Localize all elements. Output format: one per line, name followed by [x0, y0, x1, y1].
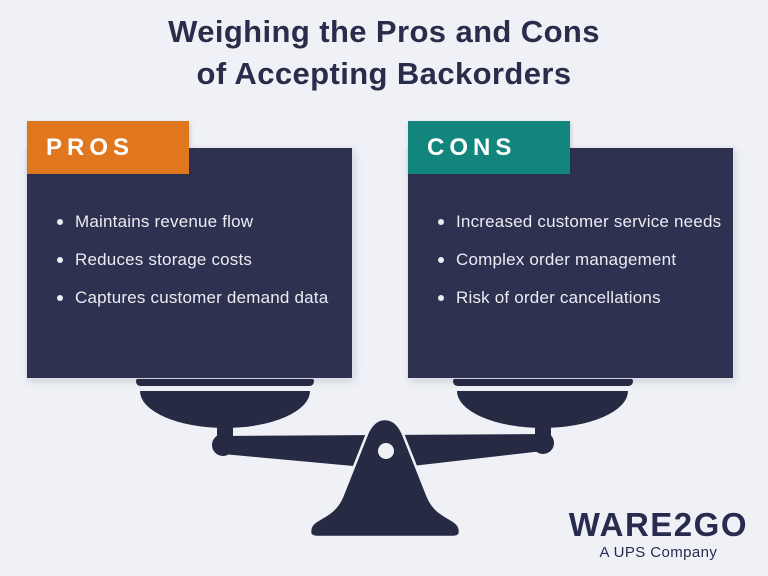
scale-fulcrum [308, 417, 462, 539]
right-pan-stem [535, 418, 551, 444]
brand-tagline: A UPS Company [599, 544, 718, 561]
list-item: Increased customer service needs [408, 203, 727, 241]
pros-list: Maintains revenue flow Reduces storage c… [27, 203, 346, 317]
right-pan-bowl [457, 391, 628, 428]
cons-tab: CONS [408, 121, 570, 174]
pros-tab-label: PROS [46, 133, 135, 161]
page-title-line2: of Accepting Backorders [196, 56, 572, 91]
left-pan-rim [136, 377, 314, 386]
left-pan-stem [217, 420, 233, 446]
pros-panel: PROS Maintains revenue flow Reduces stor… [27, 121, 352, 378]
brand-logo: WARE2GO A UPS Company [568, 506, 748, 562]
page-title: Weighing the Pros and Cons of Accepting … [0, 11, 768, 95]
cons-panel: CONS Increased customer service needs Co… [408, 121, 733, 378]
list-item: Maintains revenue flow [27, 203, 346, 241]
fulcrum-pivot-hole [378, 443, 394, 459]
cons-tab-label: CONS [427, 133, 517, 161]
left-pan-bowl [140, 391, 310, 428]
list-item: Captures customer demand data [27, 279, 346, 317]
page-title-line1: Weighing the Pros and Cons [168, 14, 600, 49]
cons-list: Increased customer service needs Complex… [408, 203, 727, 317]
pros-tab: PROS [27, 121, 189, 174]
right-pan-rim [453, 377, 633, 386]
brand-name: WARE2GO [568, 506, 748, 543]
list-item: Reduces storage costs [27, 241, 346, 279]
list-item: Risk of order cancellations [408, 279, 727, 317]
list-item: Complex order management [408, 241, 727, 279]
